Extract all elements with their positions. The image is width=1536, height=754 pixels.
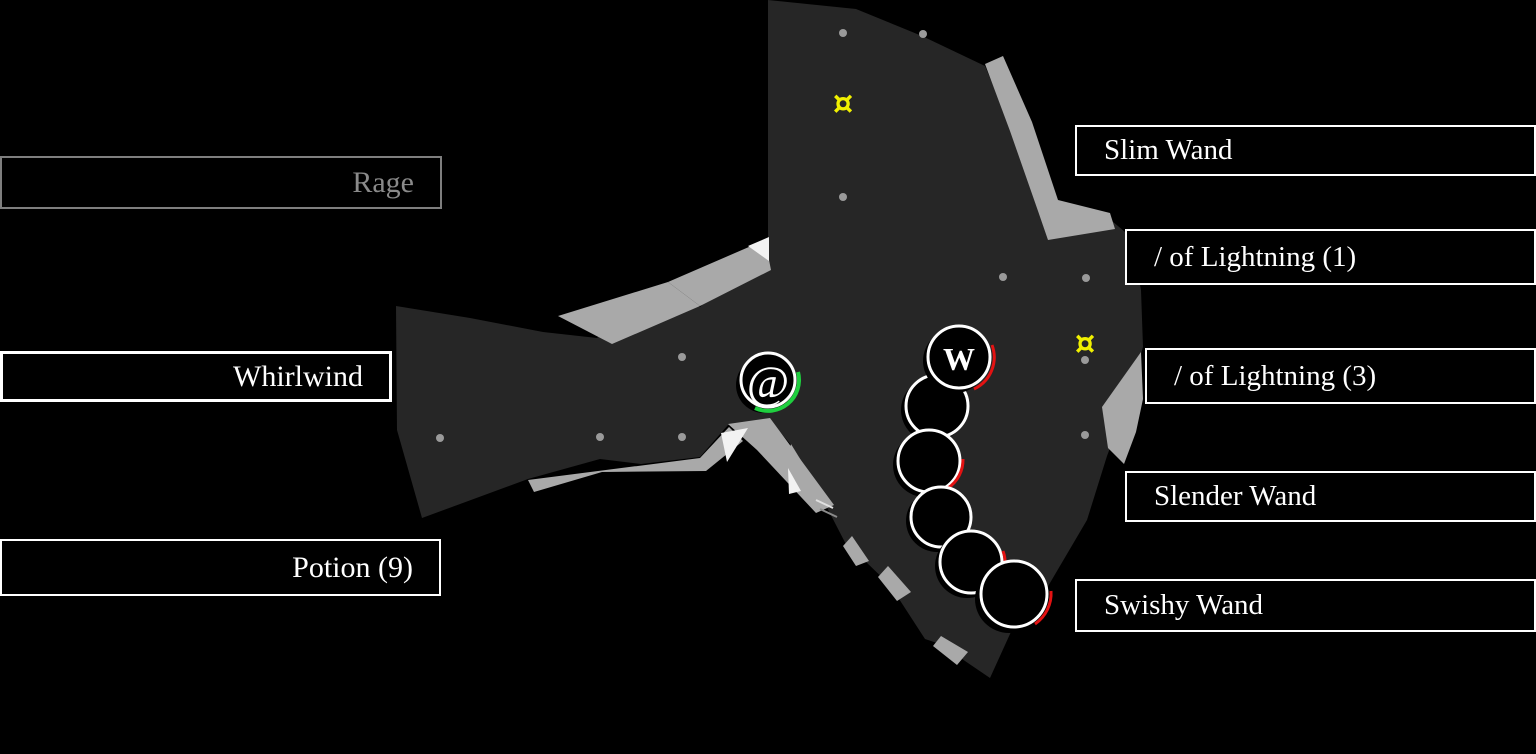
player-token[interactable]: @ <box>736 351 802 413</box>
button-label: / of Lightning (3) <box>1174 359 1377 392</box>
worm-head[interactable]: W <box>923 324 996 393</box>
enemy-health-arc <box>947 458 965 490</box>
button-label: Slender Wand <box>1154 480 1317 512</box>
button-label: / of Lightning (1) <box>1154 240 1357 273</box>
floor-dot <box>1081 431 1089 439</box>
button-label: Potion (9) <box>292 550 413 584</box>
wand-button-lightning-3[interactable]: / of Lightning (3) <box>1145 348 1536 404</box>
wand-button-slim-wand[interactable]: Slim Wand <box>1075 125 1536 176</box>
worm-tail-segment[interactable] <box>975 559 1053 633</box>
ability-button-rage[interactable]: Rage <box>0 156 442 209</box>
floor-dot <box>999 273 1007 281</box>
player-health-arc <box>754 371 802 413</box>
wall-highlight <box>748 237 769 261</box>
token-body <box>909 485 973 549</box>
wall-segment <box>558 282 700 344</box>
floor-dot <box>1081 356 1089 364</box>
wall-segment <box>668 240 771 306</box>
floor-dot <box>839 193 847 201</box>
enemy-health-arc <box>1034 590 1053 626</box>
item-button-potion[interactable]: Potion (9) <box>0 539 441 596</box>
floor-dot <box>678 433 686 441</box>
wall-highlight <box>721 428 748 462</box>
floor-dot <box>1082 274 1090 282</box>
wall-segment <box>843 536 869 566</box>
enemy-health-arc <box>973 344 996 391</box>
button-label: Rage <box>352 165 414 199</box>
wall-detail-stripe <box>815 499 834 509</box>
worm-monster[interactable]: W <box>893 324 1053 633</box>
wall-segment <box>1102 352 1143 464</box>
button-label: Swishy Wand <box>1104 589 1264 621</box>
ability-button-whirlwind[interactable]: Whirlwind <box>0 351 392 402</box>
wall-highlight <box>788 468 801 494</box>
floor-item-icon[interactable]: ¤ <box>1075 324 1095 362</box>
worm-segment[interactable] <box>893 428 965 497</box>
token-body <box>739 351 797 409</box>
floor-item-icon[interactable]: ¤ <box>833 84 853 122</box>
wall-segment <box>985 56 1115 240</box>
wall-segment <box>933 636 968 665</box>
floor-dot <box>678 353 686 361</box>
token-body <box>896 428 962 494</box>
floor-dot <box>919 30 927 38</box>
wall-segment <box>786 444 824 506</box>
floor-dot <box>436 434 444 442</box>
wall-detail-stripe <box>819 508 838 518</box>
wand-button-slender-wand[interactable]: Slender Wand <box>1125 471 1536 522</box>
token-body <box>926 324 992 390</box>
wand-button-lightning-1[interactable]: / of Lightning (1) <box>1125 229 1536 285</box>
button-label: Slim Wand <box>1104 134 1233 166</box>
player-glyph: @ <box>747 357 789 408</box>
wall-segment <box>878 566 911 601</box>
floor-dots <box>436 29 1090 442</box>
button-label: Whirlwind <box>233 359 363 393</box>
worm-glyph: W <box>943 341 975 377</box>
floor-dot <box>839 29 847 37</box>
wall-segment <box>528 427 743 492</box>
floor-dot <box>596 433 604 441</box>
wand-button-swishy-wand[interactable]: Swishy Wand <box>1075 579 1536 632</box>
token-body <box>979 559 1049 629</box>
wall-segments <box>528 56 1143 665</box>
